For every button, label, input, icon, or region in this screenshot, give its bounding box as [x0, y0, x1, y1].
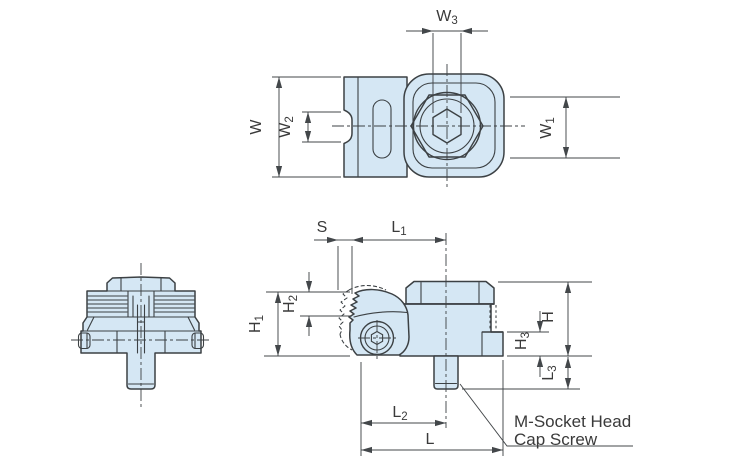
- dim-label-w: W: [248, 119, 265, 135]
- top-view-slot: [372, 99, 392, 159]
- top-view: W W2 W1 W3: [248, 8, 620, 188]
- dim-label-h1: H1: [247, 315, 266, 333]
- callout-line2: Cap Screw: [514, 430, 598, 449]
- dim-label-h3: H3: [513, 332, 532, 350]
- pivot-boss-left: [77, 332, 91, 350]
- dim-l: L: [361, 360, 504, 456]
- dim-h3: H3: [507, 311, 549, 377]
- dim-l1: L1: [352, 219, 446, 244]
- dim-l3: L3: [462, 357, 580, 390]
- dim-label-w3: W3: [436, 8, 458, 27]
- dim-h1: H1: [247, 292, 350, 357]
- side-view: S L1 H2 H1 H: [247, 219, 633, 456]
- callout-line1: M-Socket Head: [514, 412, 631, 431]
- top-view-body: [403, 73, 505, 178]
- dim-s: S: [314, 219, 353, 294]
- side-hex-head: [405, 280, 495, 305]
- dim-label-l1: L1: [391, 219, 406, 238]
- pivot-boss-right: [191, 332, 205, 350]
- dim-l2: L2: [360, 362, 446, 456]
- front-view: [71, 263, 211, 409]
- dim-label-l: L: [426, 431, 435, 448]
- dim-label-h2: H2: [281, 295, 300, 313]
- side-body: [399, 303, 504, 357]
- jaw-seam-line: [353, 311, 408, 318]
- serrated-jaw-left: [86, 290, 196, 313]
- dim-label-h: H: [540, 311, 557, 323]
- dim-label-w2: W2: [277, 116, 296, 138]
- callout-socket-head-cap-screw: M-Socket Head Cap Screw: [459, 383, 633, 449]
- dim-w3: W3: [406, 8, 488, 113]
- dim-h: H: [498, 281, 592, 357]
- serrated-jaw-right: [154, 295, 195, 313]
- threaded-stud: [433, 355, 459, 390]
- dim-w1: W1: [510, 96, 620, 159]
- dim-label-l2: L2: [392, 404, 407, 423]
- dim-w2: W2: [277, 111, 341, 143]
- callout-leader-line: [459, 383, 633, 447]
- dim-label-w1: W1: [538, 117, 557, 139]
- dim-label-l3: L3: [540, 365, 559, 380]
- jaw-pivot-screw: [358, 320, 396, 360]
- dim-label-s: S: [317, 219, 328, 236]
- top-view-left-block: [343, 76, 408, 178]
- dim-w: W: [248, 76, 341, 178]
